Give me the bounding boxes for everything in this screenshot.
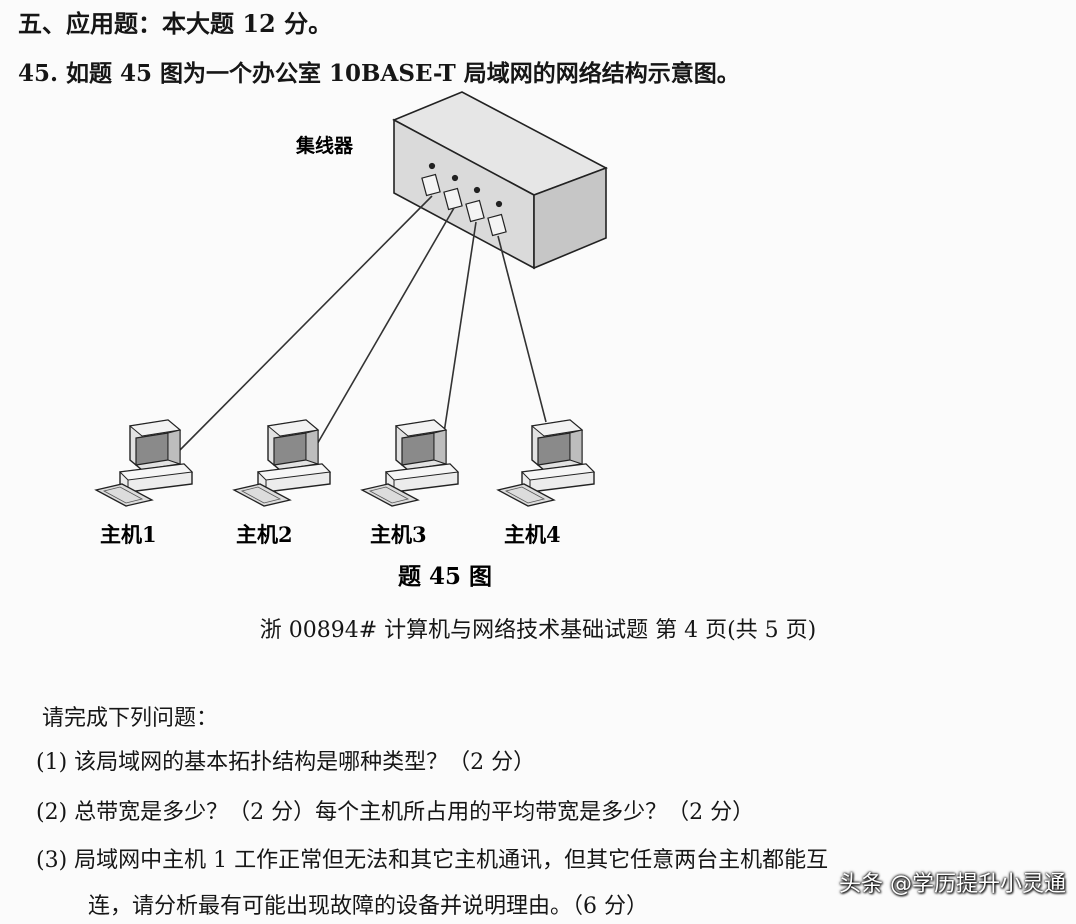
question-3-continued: 连，请分析最有可能出现故障的设备并说明理由。（6 分） xyxy=(88,894,648,919)
hub-icon xyxy=(392,91,608,270)
host-label: 主机4 xyxy=(504,522,561,547)
page-footer: 浙 00894# 计算机与网络技术基础试题 第 4 页(共 5 页) xyxy=(259,618,817,643)
question-text: 45. 如题 45 图为一个办公室 10BASE-T 局域网的网络结构示意图。 xyxy=(18,60,740,87)
figure-caption: 题 45 图 xyxy=(398,563,492,590)
questions-prompt: 请完成下列问题： xyxy=(42,706,219,731)
section-title: 五、应用题：本大题 12 分。 xyxy=(18,9,333,38)
question-3: (3) 局域网中主机 1 工作正常但无法和其它主机通讯，但其它任意两台主机都能互 xyxy=(36,848,829,873)
network-cables xyxy=(177,195,547,453)
hub-label: 集线器 xyxy=(295,134,354,157)
computer-icon xyxy=(233,419,331,507)
host-label: 主机3 xyxy=(370,522,427,547)
question-2: (2) 总带宽是多少？（2 分）每个主机所占用的平均带宽是多少？（2 分） xyxy=(36,800,755,825)
computer-icon xyxy=(497,419,595,507)
question-1: (1) 该局域网的基本拓扑结构是哪种类型？（2 分） xyxy=(36,750,536,775)
host-label: 主机2 xyxy=(236,522,293,547)
computer-icon xyxy=(361,419,459,507)
watermark: 头条 @学历提升小灵通 xyxy=(839,872,1066,897)
host-label: 主机1 xyxy=(100,522,157,547)
network-diagram: 集线器 主机1 主机2 主机3 主机4 题 45 图 xyxy=(95,91,608,590)
computer-icon xyxy=(95,419,193,507)
